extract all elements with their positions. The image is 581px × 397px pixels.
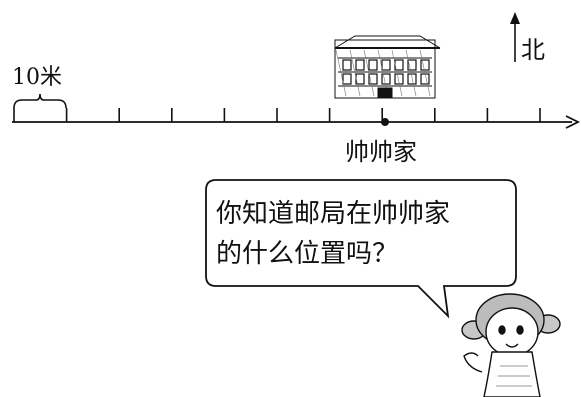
home-point — [381, 118, 389, 126]
girl-character-icon — [461, 293, 561, 397]
speech-bubble — [205, 179, 517, 319]
home-label: 帅帅家 — [345, 138, 417, 166]
scale-brace — [13, 93, 67, 109]
post-office-building-icon — [334, 35, 441, 99]
number-line — [12, 108, 581, 129]
speech-line-1: 你知道邮局在帅帅家 — [216, 199, 450, 229]
scale-label: 10米 — [12, 65, 62, 90]
compass-label: 北 — [521, 36, 545, 64]
speech-line-2: 的什么位置吗？ — [216, 239, 398, 269]
north-arrow-icon — [510, 12, 520, 62]
